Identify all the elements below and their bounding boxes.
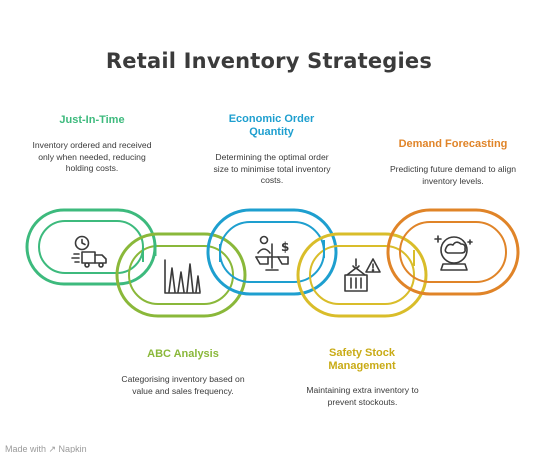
clock-delivery-truck-icon (71, 235, 107, 268)
bar-chart-icon (164, 259, 201, 294)
strategy-description-abc-analysis: Categorising inventory based on value an… (121, 374, 245, 396)
strategy-title-abc-analysis: ABC Analysis (147, 348, 219, 360)
strategy-description-just-in-time: Inventory ordered and received only when… (32, 140, 152, 173)
chain-link-safety-stock-management (296, 232, 428, 318)
chain-link-demand-forecasting (386, 208, 520, 296)
napkin-watermark: Made with ↗ Napkin (5, 444, 87, 453)
crane-box-warning-icon (344, 258, 381, 292)
strategy-title-economic-order-quantity: Economic Order Quantity (228, 113, 315, 138)
crystal-ball-icon (434, 235, 473, 271)
strategy-title-just-in-time: Just-In-Time (59, 114, 125, 126)
chain-link-just-in-time (25, 208, 157, 286)
strategy-description-demand-forecasting: Predicting future demand to align invent… (389, 164, 517, 186)
person-dollar-balance-icon: $ (255, 235, 289, 271)
diagram-title: Retail Inventory Strategies (105, 49, 433, 73)
chain-link-abc-analysis (115, 232, 247, 318)
strategy-title-demand-forecasting: Demand Forecasting (398, 138, 508, 150)
strategy-description-economic-order-quantity: Determining the optimal order size to mi… (213, 152, 331, 185)
strategy-title-safety-stock-management: Safety Stock Management (328, 347, 396, 372)
svg-text:$: $ (281, 240, 289, 254)
strategy-description-safety-stock-management: Maintaining extra inventory to prevent s… (306, 385, 419, 407)
